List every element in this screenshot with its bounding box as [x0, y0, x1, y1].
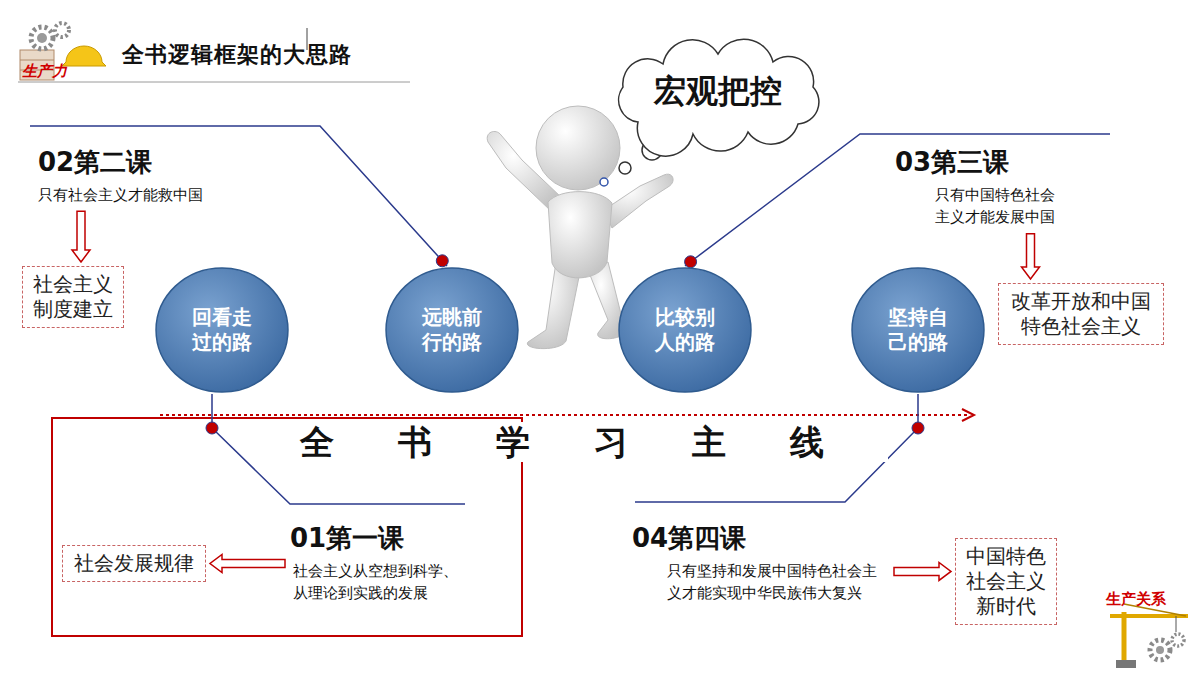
- hollow-arrow: [210, 555, 285, 573]
- anchor-dot: [436, 255, 448, 267]
- circle-outline: [852, 268, 984, 392]
- anchor-dot: [685, 256, 697, 268]
- dash-label: 社会主义制度建立: [31, 272, 115, 322]
- leader-path: [685, 134, 1110, 266]
- lesson-body: 社会主义从空想到科学、从理论到实践的发展: [293, 560, 465, 605]
- thought-cloud: 宏观把控: [598, 42, 838, 142]
- circle-label: 比较别人的路: [653, 305, 717, 355]
- cloud-outline: [619, 39, 819, 156]
- main-line-label: 全书学习主线: [300, 422, 888, 462]
- lesson-block: 01第一课社会主义从空想到科学、从理论到实践的发展: [290, 522, 469, 605]
- anchor-dot: [912, 422, 924, 434]
- lesson-body: 只有坚持和发展中国特色社会主义才能实现中华民族伟大复兴: [667, 560, 885, 605]
- title-rule: [18, 82, 410, 83]
- text-holder: 比较别人的路: [653, 305, 717, 355]
- circle-label: 坚持自己的路: [886, 305, 950, 355]
- path-circle: 回看走过的路: [154, 266, 290, 394]
- result-box: 社会发展规律: [62, 545, 206, 582]
- lesson-heading: 04第四课: [632, 522, 889, 556]
- text-holder: 回看走过的路: [190, 305, 254, 355]
- text-holder: 远眺前行的路: [420, 305, 484, 355]
- main-line-arrow: [160, 409, 974, 421]
- icon-label: 生产关系: [1106, 590, 1166, 609]
- result-box: 改革开放和中国特色社会主义: [998, 283, 1164, 345]
- lesson-heading: 01第一课: [290, 522, 469, 556]
- hollow-arrow-shape: [894, 562, 951, 580]
- lesson-body: 只有中国特色社会主义才能发展中国: [935, 184, 1059, 229]
- diagram-title: 全书逻辑框架的大思路: [122, 40, 352, 70]
- hollow-arrow-shape: [1022, 234, 1040, 279]
- hollow-arrow: [894, 562, 951, 580]
- lesson-body: 只有社会主义才能救中国: [38, 184, 268, 207]
- productivity-icon: [20, 23, 106, 80]
- path-circle: 坚持自己的路: [850, 266, 986, 394]
- lesson-block: 04第四课只有坚持和发展中国特色社会主义才能实现中华民族伟大复兴: [632, 522, 889, 605]
- text-holder: 宏观把控: [654, 70, 782, 114]
- lesson-block: 03第三课只有中国特色社会主义才能发展中国: [895, 146, 1063, 229]
- relations-icon: [1110, 604, 1188, 668]
- circle-outline: [156, 268, 288, 392]
- lesson-block: 02第二课只有社会主义才能救中国: [38, 146, 272, 206]
- hollow-arrow: [72, 211, 90, 262]
- text-holder: 坚持自己的路: [886, 305, 950, 355]
- circle-outline: [619, 268, 751, 392]
- circle-label: 回看走过的路: [190, 305, 254, 355]
- dash-label: 社会发展规律: [71, 551, 197, 576]
- leader-line: [685, 134, 1110, 268]
- hollow-arrow: [1022, 234, 1040, 279]
- circle-outline: [386, 268, 518, 392]
- icon-label: 生产力: [22, 62, 67, 81]
- result-box: 社会主义制度建立: [22, 266, 124, 328]
- leader-path: [30, 126, 447, 266]
- result-box: 中国特色社会主义新时代: [955, 538, 1057, 625]
- lesson-heading: 02第二课: [38, 146, 272, 180]
- anchor-dot: [206, 422, 218, 434]
- path-circle: 远眺前行的路: [384, 266, 520, 394]
- path-circle: 比较别人的路: [617, 266, 753, 394]
- dash-label: 改革开放和中国特色社会主义: [1007, 289, 1155, 339]
- dash-label: 中国特色社会主义新时代: [964, 544, 1048, 619]
- circle-label: 远眺前行的路: [420, 305, 484, 355]
- lesson-heading: 03第三课: [895, 146, 1063, 180]
- hollow-arrow-shape: [72, 211, 90, 262]
- cloud-label: 宏观把控: [654, 70, 782, 114]
- hollow-arrow-shape: [210, 555, 285, 573]
- leader-line: [30, 126, 448, 267]
